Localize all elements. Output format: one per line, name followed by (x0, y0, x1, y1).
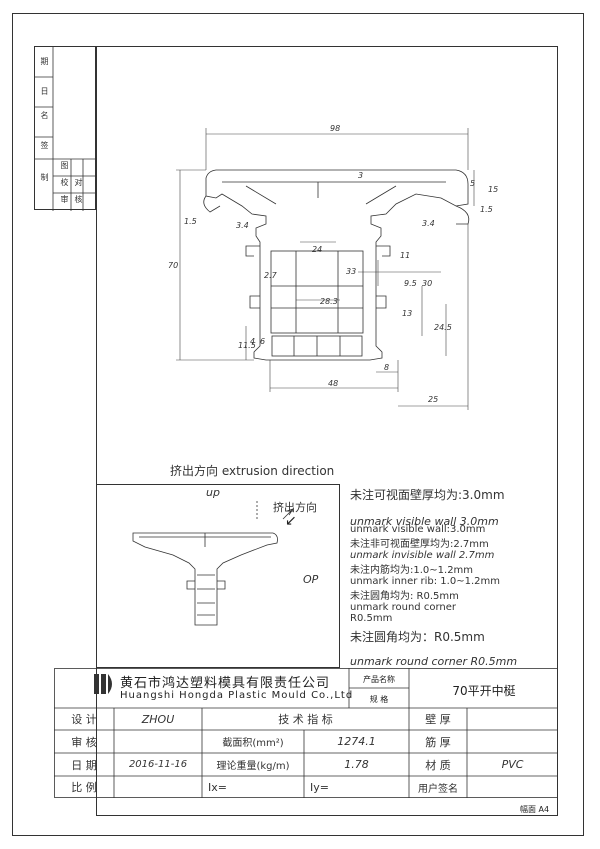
material-label: 材 质 (425, 758, 451, 772)
extrusion-op-label: OP (303, 573, 319, 586)
dim-1-5-left: 1.5 (184, 217, 197, 226)
note-line-10: R0.5mm (350, 613, 393, 624)
margin-label-1: 日 (40, 87, 49, 95)
dim-6: 6 (260, 337, 265, 346)
paper-size: 幅面 A4 (520, 805, 550, 814)
wall-label: 壁 厚 (425, 713, 451, 726)
dim-70: 70 (168, 261, 178, 270)
dim-1-5-right: 1.5 (480, 205, 493, 214)
sign-label: 用户签名 (418, 783, 458, 795)
dim-2-7: 2.7 (264, 271, 278, 280)
dim-3-4-right: 3.4 (422, 219, 435, 228)
note-line-12: unmark round corner R0.5mm (350, 655, 518, 668)
margin-label-4: 制 (40, 173, 49, 181)
spec-label: 规 格 (369, 695, 389, 704)
margin-label-0: 期 (40, 57, 49, 65)
note-line-3: unmark visible wall:3.0mm (350, 524, 486, 535)
margin-grid (35, 47, 97, 211)
ix-label: Ix= (208, 780, 227, 794)
margin-signature-block: 期 日 名 签 制 图 校 对 审 核 (34, 46, 97, 211)
dim-48: 48 (328, 379, 338, 388)
dim-3-4-left: 3.4 (236, 221, 249, 230)
note-line-11: 未注圆角均为：R0.5mm (350, 630, 485, 644)
dim-33: 33 (346, 267, 356, 276)
extrusion-title: 挤出方向 extrusion direction (170, 464, 335, 478)
note-line-1: 未注可视面壁厚均为:3.0mm (350, 488, 505, 502)
area-label: 截面积(mm²) (222, 738, 284, 749)
review-label: 审 核 (71, 735, 97, 749)
company-name-en: Huangshi Hongda Plastic Mould Co.,Ltd (120, 690, 354, 701)
notes-block: 未注可视面壁厚均为:3.0mm unmark visible wall 3.0m… (350, 486, 556, 668)
note-line-2: unmark visible wall 3.0mm (350, 515, 499, 528)
product-name-label: 产品名称 (363, 675, 395, 684)
dim-25: 25 (428, 395, 438, 404)
extrusion-box: 挤出方向 OP ↙ (96, 484, 340, 668)
product-name: 70平开中梃 (452, 684, 516, 698)
dim-5: 5 (470, 179, 475, 188)
dim-98: 98 (330, 124, 340, 133)
extrusion-arrow-label: 挤出方向 (273, 501, 317, 514)
dim-24: 24 (312, 245, 322, 254)
title-block: 黄石市鸿达塑料模具有限责任公司 Huangshi Hongda Plastic … (54, 668, 558, 798)
rib-label: 筋 厚 (425, 735, 451, 749)
extrusion-up-label: up (206, 486, 220, 499)
company-logo (94, 674, 114, 694)
dim-28-3: 28.3 (320, 297, 338, 306)
note-line-8: 未注圆角均为: R0.5mm (350, 591, 459, 602)
dim-30: 30 (422, 279, 432, 288)
drawing-border (96, 46, 558, 816)
dim-4: 4 (250, 337, 255, 346)
margin-label-7: 对 (74, 178, 83, 186)
weight-label: 理论重量(kg/m) (216, 761, 290, 772)
margin-label-2: 名 (40, 111, 49, 119)
dim-15: 15 (488, 185, 498, 194)
dim-3: 3 (358, 171, 363, 180)
note-line-5: unmark invisible wall 2.7mm (350, 550, 495, 561)
iy-label: Iy= (310, 780, 329, 794)
profile-drawing: 98 15 5 3 1.5 3.4 3.4 1.5 70 24 33 11 2.… (168, 124, 498, 410)
dim-13: 13 (402, 309, 412, 318)
margin-label-5: 图 (60, 161, 69, 169)
dim-8: 8 (384, 363, 389, 372)
dim-11-5: 11.5 (238, 341, 256, 350)
area-value: 1274.1 (337, 735, 376, 748)
note-line-9: unmark round corner (350, 602, 456, 613)
tech-label: 技 术 指 标 (278, 713, 333, 726)
design-value: ZHOU (141, 712, 175, 726)
title-block-grid (54, 668, 558, 798)
note-line-7: unmark inner rib: 1.0~1.2mm (350, 576, 500, 587)
extrusion-profile (132, 499, 294, 626)
note-line-4: 未注非可视面壁厚均为:2.7mm (350, 539, 489, 550)
date-value: 2016-11-16 (128, 759, 188, 770)
material-value: PVC (501, 758, 524, 771)
scale-label: 比 例 (71, 781, 97, 794)
weight-value: 1.78 (344, 758, 369, 771)
date-label: 日 期 (71, 758, 97, 772)
dim-11: 11 (400, 251, 410, 260)
margin-label-6: 校 (60, 178, 69, 186)
outer-border (12, 13, 584, 836)
design-label: 设 计 (71, 713, 97, 726)
note-line-6: 未注内筋均为:1.0~1.2mm (350, 565, 474, 576)
dim-9-5: 9.5 (404, 279, 417, 288)
margin-label-3: 签 (40, 141, 49, 149)
dim-24-5: 24.5 (434, 323, 452, 332)
margin-label-9: 核 (74, 195, 83, 203)
direction-arrow-icon: ↙ (285, 513, 297, 529)
margin-label-8: 审 (60, 195, 69, 203)
company-name-cn: 黄石市鸿达塑料模具有限责任公司 (120, 676, 331, 691)
